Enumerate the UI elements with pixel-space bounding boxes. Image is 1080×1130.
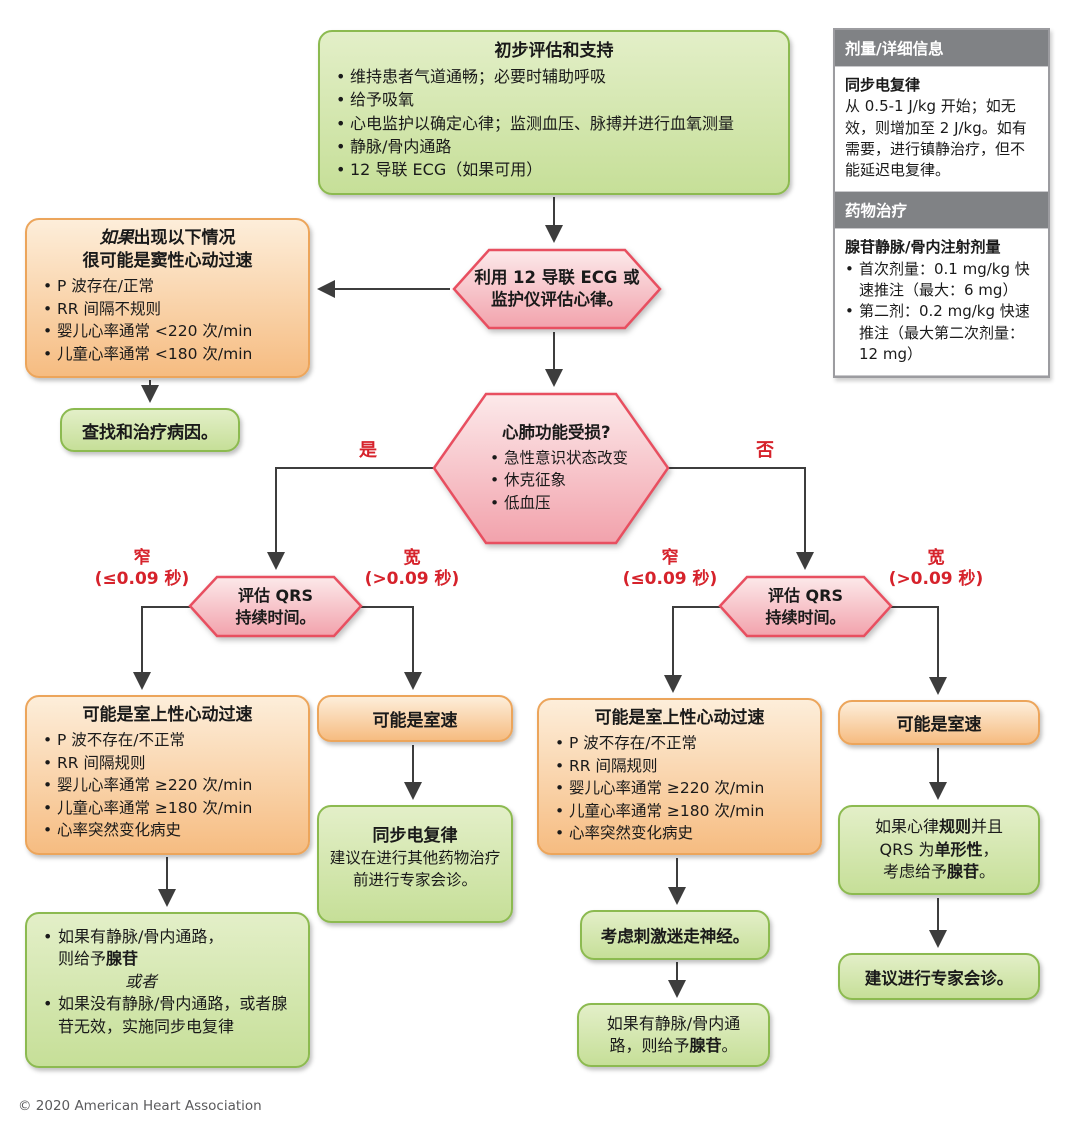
bullet-item: P 波不存在/不正常	[553, 732, 814, 755]
vagal-maneuvers-box: 考虑刺激迷走神经。	[580, 910, 770, 960]
branch-label-narrow-left: 窄(≤0.09 秒)	[94, 548, 190, 590]
detail-title: 腺苷静脉/骨内注射剂量	[845, 238, 1001, 257]
bullet-item: 首次剂量：0.1 mg/kg 快速推注（最大：6 mg）	[845, 259, 1038, 302]
treat-cause-box: 查找和治疗病因。	[60, 408, 240, 452]
hexagon-text: 心肺功能受损? 急性意识状态改变 休克征象 低血压	[432, 392, 670, 545]
adenosine-box-right: 如果有静脉/骨内通 路，则给予腺苷。	[577, 1003, 770, 1067]
branch-label-wide-left: 宽(>0.09 秒)	[364, 548, 460, 590]
vt-box-right: 可能是室速	[838, 700, 1040, 745]
bullet-item: RR 间隔规则	[41, 752, 302, 775]
box-title: 初步评估和支持	[494, 41, 614, 61]
bullet-list: P 波存在/正常 RR 间隔不规则 婴儿心率通常 <220 次/min 儿童心率…	[27, 275, 308, 366]
bullet-item: 维持患者气道通畅；必要时辅助呼吸	[334, 65, 782, 89]
box-text: 建议在进行其他药物治疗前进行专家会诊。	[329, 849, 501, 889]
bullet-item: • 如果没有静脉/骨内通路，或者腺苷无效，实施同步电复律	[43, 994, 288, 1036]
box-title-line2: 很可能是窦性心动过速	[82, 250, 253, 271]
bullet-item: 婴儿心率通常 ≥220 次/min	[553, 777, 814, 800]
bullet-item: 12 导联 ECG（如果可用）	[334, 158, 782, 182]
vt-box-left: 可能是室速	[317, 695, 513, 742]
adenosine-details: 腺苷静脉/骨内注射剂量 首次剂量：0.1 mg/kg 快速推注（最大：6 mg）…	[835, 228, 1048, 377]
box-text: 如果心律规则并且 QRS 为单形性， 考虑给予腺苷。	[874, 816, 1004, 882]
adenosine-or-cardioversion-box: • 如果有静脉/骨内通路， 则给予腺苷 或者 • 如果没有静脉/骨内通路，或者腺…	[25, 912, 310, 1068]
bullet-item: 心率突然变化病史	[41, 819, 302, 842]
evaluate-rhythm-hexagon: 利用 12 导联 ECG 或 监护仪评估心律。	[452, 248, 662, 330]
bullet-item: 婴儿心率通常 ≥220 次/min	[41, 774, 302, 797]
hexagon-text: 评估 QRS 持续时间。	[765, 585, 846, 627]
bullet-list: P 波不存在/不正常 RR 间隔规则 婴儿心率通常 ≥220 次/min 儿童心…	[539, 732, 820, 845]
regular-monomorphic-adenosine-box: 如果心律规则并且 QRS 为单形性， 考虑给予腺苷。	[838, 805, 1040, 895]
bullet-item: 心率突然变化病史	[553, 822, 814, 845]
bullet-item: 急性意识状态改变	[488, 447, 628, 470]
hexagon-shape	[452, 248, 662, 330]
bullet-list: 急性意识状态改变 休克征象 低血压	[488, 447, 628, 515]
cardioversion-details: 同步电复律 从 0.5-1 J/kg 开始；如无效，则增加至 2 J/kg。如有…	[835, 66, 1048, 193]
panel-header-drug-therapy: 药物治疗	[835, 192, 1048, 229]
svt-box-left: 可能是室上性心动过速 P 波不存在/不正常 RR 间隔规则 婴儿心率通常 ≥22…	[25, 695, 310, 855]
box-text: 查找和治疗病因。	[82, 422, 218, 443]
qrs-duration-hexagon-right: 评估 QRS 持续时间。	[718, 575, 893, 638]
bullet-item: P 波不存在/不正常	[41, 729, 302, 752]
or-separator: 或者	[124, 971, 157, 991]
bullet-list: P 波不存在/不正常 RR 间隔规则 婴儿心率通常 ≥220 次/min 儿童心…	[27, 729, 308, 842]
bullet-list: 维持患者气道通畅；必要时辅助呼吸 给予吸氧 心电监护以确定心律；监测血压、脉搏并…	[320, 65, 788, 182]
bullet-item: P 波存在/正常	[41, 275, 302, 298]
cardioversion-box: 同步电复律 建议在进行其他药物治疗前进行专家会诊。	[317, 805, 513, 923]
qrs-duration-hexagon-left: 评估 QRS 持续时间。	[188, 575, 363, 638]
hexagon-title: 心肺功能受损?	[502, 423, 611, 443]
branch-label-yes: 是	[359, 440, 377, 461]
box-text: 可能是室速	[372, 711, 458, 731]
detail-text: 从 0.5-1 J/kg 开始；如无效，则增加至 2 J/kg。如有需要，进行镇…	[845, 97, 1027, 180]
box-text: 建议进行专家会诊。	[864, 968, 1014, 988]
copyright-text: © 2020 American Heart Association	[18, 1098, 262, 1114]
bullet-item: 第二剂：0.2 mg/kg 快速推注（最大第二次剂量：12 mg）	[845, 301, 1038, 365]
hexagon-text: 利用 12 导联 ECG 或 监护仪评估心律。	[474, 267, 640, 309]
dose-details-panel: 剂量/详细信息 同步电复律 从 0.5-1 J/kg 开始；如无效，则增加至 2…	[833, 28, 1050, 379]
box-title: 可能是室上性心动过速	[82, 705, 253, 725]
box-title: 如果出现以下情况	[99, 228, 236, 248]
bullet-item: 休克征象	[488, 469, 628, 492]
cardiopulmonary-compromise-hexagon: 心肺功能受损? 急性意识状态改变 休克征象 低血压	[432, 392, 670, 545]
bullet-item: 儿童心率通常 ≥180 次/min	[553, 800, 814, 823]
box-text: 如果有静脉/骨内通 路，则给予腺苷。	[606, 1013, 741, 1055]
bullet-item: 低血压	[488, 492, 628, 515]
bullet-item: RR 间隔不规则	[41, 298, 302, 321]
branch-label-no: 否	[756, 440, 774, 461]
bullet-item: • 如果有静脉/骨内通路， 则给予腺苷	[43, 927, 224, 969]
box-title: 同步电复律	[372, 826, 458, 846]
detail-title: 同步电复律	[845, 76, 921, 94]
box-text: 可能是室速	[896, 715, 982, 735]
branch-label-narrow-right: 窄(≤0.09 秒)	[622, 548, 718, 590]
bullet-item: 给予吸氧	[334, 88, 782, 112]
expert-consultation-box: 建议进行专家会诊。	[838, 953, 1040, 1000]
hexagon-text: 评估 QRS 持续时间。	[235, 585, 316, 627]
initial-assessment-box: 初步评估和支持 维持患者气道通畅；必要时辅助呼吸 给予吸氧 心电监护以确定心律；…	[318, 30, 790, 195]
bullet-item: 静脉/骨内通路	[334, 135, 782, 159]
sinus-tachycardia-box: 如果出现以下情况 很可能是窦性心动过速 P 波存在/正常 RR 间隔不规则 婴儿…	[25, 218, 310, 378]
bullet-item: 儿童心率通常 <180 次/min	[41, 343, 302, 366]
svt-box-right: 可能是室上性心动过速 P 波不存在/不正常 RR 间隔规则 婴儿心率通常 ≥22…	[537, 698, 822, 855]
box-title: 可能是室上性心动过速	[594, 708, 765, 728]
branch-label-wide-right: 宽(>0.09 秒)	[888, 548, 984, 590]
box-text: 考虑刺激迷走神经。	[600, 927, 750, 946]
panel-header-doses: 剂量/详细信息	[835, 30, 1048, 66]
bullet-item: 心电监护以确定心律；监测血压、脉搏并进行血氧测量	[334, 112, 782, 136]
bullet-list: 首次剂量：0.1 mg/kg 快速推注（最大：6 mg） 第二剂：0.2 mg/…	[845, 259, 1038, 365]
bullet-item: RR 间隔规则	[553, 755, 814, 778]
bullet-item: 儿童心率通常 ≥180 次/min	[41, 797, 302, 820]
bullet-item: 婴儿心率通常 <220 次/min	[41, 320, 302, 343]
